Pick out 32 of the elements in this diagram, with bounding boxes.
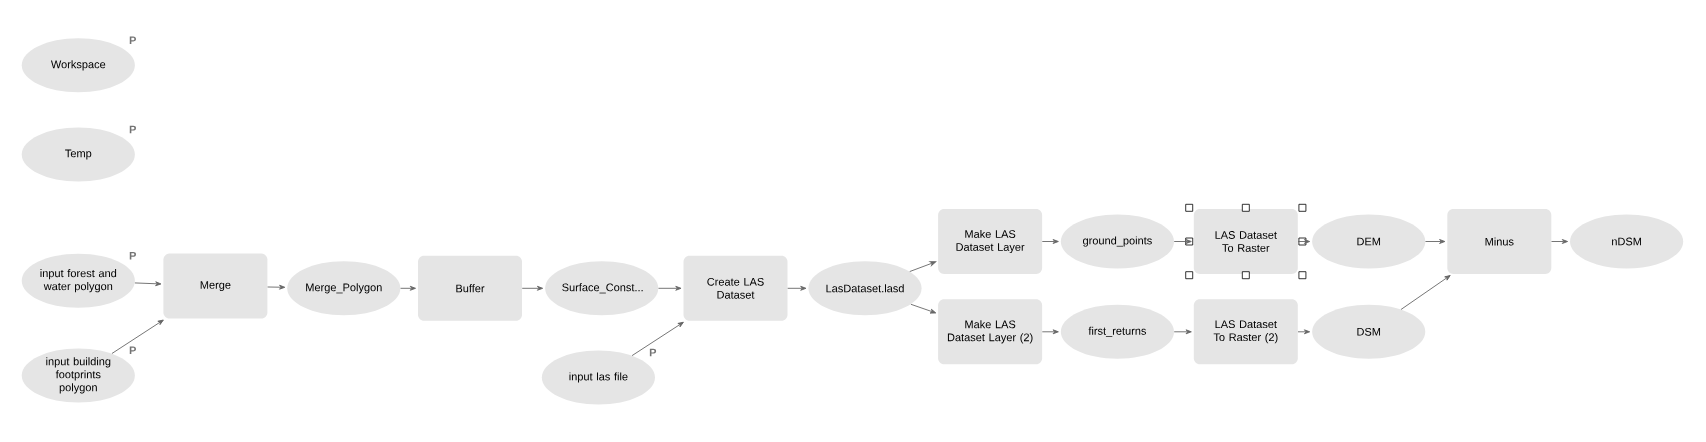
parameter-marker: P <box>129 251 136 260</box>
arrow <box>909 261 937 272</box>
arrow <box>1173 329 1192 335</box>
arrow <box>1400 275 1451 310</box>
arrow <box>910 303 937 314</box>
parameter-marker: P <box>129 36 136 45</box>
arrow <box>631 321 684 357</box>
arrow <box>1041 329 1059 335</box>
parameter-marker: P <box>129 125 136 134</box>
arrow <box>400 285 416 291</box>
arrow <box>111 319 164 354</box>
tool-box: Buffer <box>418 255 522 321</box>
arrow <box>1551 239 1568 244</box>
arrow <box>1297 329 1311 335</box>
tool-box: Create LAS Dataset <box>683 255 788 321</box>
tool-box: LAS Dataset To Raster (2) <box>1193 299 1298 365</box>
parameter-marker: P <box>129 346 136 355</box>
arrow <box>521 285 544 291</box>
tool-box: Make LAS Dataset Layer (2) <box>938 299 1043 365</box>
arrow <box>1297 239 1311 244</box>
arrow <box>787 285 807 291</box>
arrow <box>1041 239 1059 244</box>
arrow <box>267 284 286 290</box>
tool-box: Minus <box>1447 209 1552 274</box>
tool-box: Merge <box>163 253 268 319</box>
parameter-marker: P <box>649 348 657 357</box>
arrow <box>1425 239 1446 244</box>
arrow <box>134 281 162 287</box>
tool-box: LAS Dataset To Raster <box>1193 209 1298 274</box>
tool-box: Make LAS Dataset Layer <box>938 209 1043 274</box>
arrow <box>658 285 682 291</box>
arrow <box>1173 239 1192 244</box>
